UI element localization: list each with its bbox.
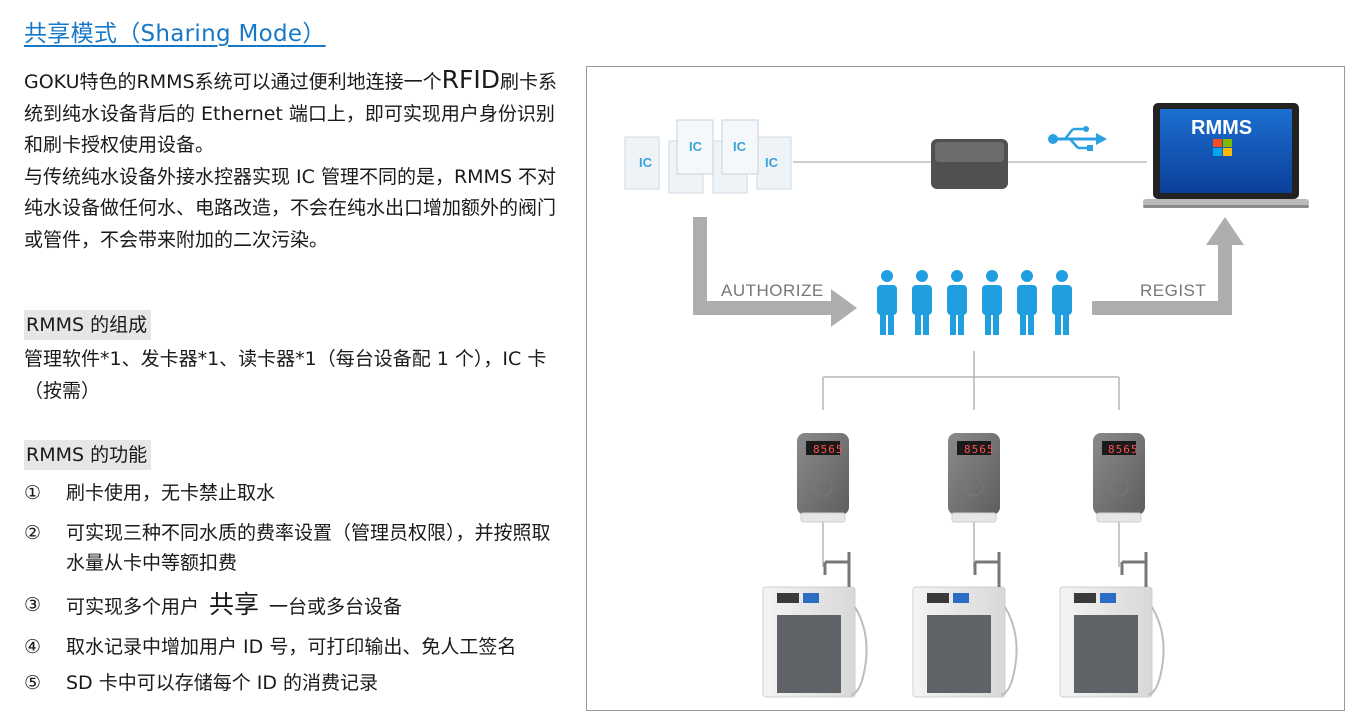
card-issuer <box>931 139 1008 189</box>
water-purifier <box>912 552 1018 698</box>
function-item: ③ 可实现多个用户共享一台或多台设备 <box>24 590 569 622</box>
person-icon <box>912 270 932 335</box>
card-reader <box>1093 433 1145 523</box>
person-icon <box>1017 270 1037 335</box>
authorize-arrow <box>693 217 857 327</box>
usb-icon <box>1048 126 1107 151</box>
intro-line1-post: 刷卡系统到纯水设备背后的 Ethernet 端口上，即可实现用户身份识别和刷卡授… <box>24 71 557 156</box>
intro-rfid: RFID <box>441 65 500 94</box>
reader-display: 8565 <box>964 443 995 456</box>
card-reader <box>797 433 849 523</box>
function-number: ① <box>24 482 42 504</box>
functions-list: ① 刷卡使用，无卡禁止取水 ② 可实现三种不同水质的费率设置（管理员权限），并按照取… <box>24 478 569 698</box>
person-icon <box>947 270 967 335</box>
laptop <box>1143 103 1309 208</box>
reader-display: 8565 <box>813 443 844 456</box>
ic-card-label: IC <box>689 139 702 154</box>
ic-card-label: IC <box>733 139 746 154</box>
rmms-diagram: IC IC IC IC RMMS AUTHORIZE REGIST 8565 8… <box>586 66 1345 711</box>
user-group <box>877 270 1072 335</box>
function-text-pre: 可实现多个用户 <box>66 596 200 618</box>
function-item: ① 刷卡使用，无卡禁止取水 <box>24 478 569 508</box>
function-number: ② <box>24 522 42 544</box>
function-text: 可实现三种不同水质的费率设置（管理员权限），并按照取水量从卡中等额扣费 <box>66 522 551 574</box>
regist-arrow <box>1092 217 1244 315</box>
function-text: 刷卡使用，无卡禁止取水 <box>66 482 276 504</box>
person-icon <box>1052 270 1072 335</box>
ic-card-label: IC <box>639 155 652 170</box>
function-text-post: 一台或多台设备 <box>269 596 403 618</box>
laptop-label: RMMS <box>1191 117 1253 139</box>
function-number: ③ <box>24 594 42 616</box>
composition-text: 管理软件*1、发卡器*1、读卡器*1（每台设备配 1 个），IC 卡（按需） <box>24 348 547 402</box>
ic-card-label: IC <box>765 155 778 170</box>
function-item: ⑤ SD 卡中可以存储每个 ID 的消费记录 <box>24 668 569 698</box>
function-text: SD 卡中可以存储每个 ID 的消费记录 <box>66 672 379 694</box>
function-item: ② 可实现三种不同水质的费率设置（管理员权限），并按照取水量从卡中等额扣费 <box>24 518 569 578</box>
person-icon <box>982 270 1002 335</box>
water-purifier <box>1059 552 1165 698</box>
function-item: ④ 取水记录中增加用户 ID 号，可打印输出、免人工签名 <box>24 632 569 662</box>
regist-label: REGIST <box>1140 281 1207 300</box>
windows-logo-icon <box>1213 139 1232 156</box>
function-text-share: 共享 <box>209 590 260 619</box>
page-heading: 共享模式（Sharing Mode） <box>24 21 326 47</box>
function-text: 取水记录中增加用户 ID 号，可打印输出、免人工签名 <box>66 636 517 658</box>
function-number: ④ <box>24 636 42 658</box>
intro-line1-pre: GOKU特色的RMMS系统可以通过便利地连接一个 <box>24 71 442 93</box>
person-icon <box>877 270 897 335</box>
card-reader <box>948 433 1000 523</box>
distribution-lines <box>822 351 1120 567</box>
diagram-graphics <box>624 103 1309 698</box>
function-number: ⑤ <box>24 672 42 694</box>
reader-display: 8565 <box>1108 443 1139 456</box>
intro-paragraph: GOKU特色的RMMS系统可以通过便利地连接一个RFID刷卡系统到纯水设备背后的… <box>24 64 569 256</box>
functions-label: RMMS 的功能 <box>24 440 152 470</box>
ic-cards <box>624 119 792 194</box>
composition-label: RMMS 的组成 <box>24 310 152 340</box>
intro-line2: 与传统纯水设备外接水控器实现 IC 管理不同的是，RMMS 不对纯水设备做任何水… <box>24 165 557 251</box>
water-purifier <box>762 552 868 698</box>
authorize-label: AUTHORIZE <box>721 281 824 300</box>
